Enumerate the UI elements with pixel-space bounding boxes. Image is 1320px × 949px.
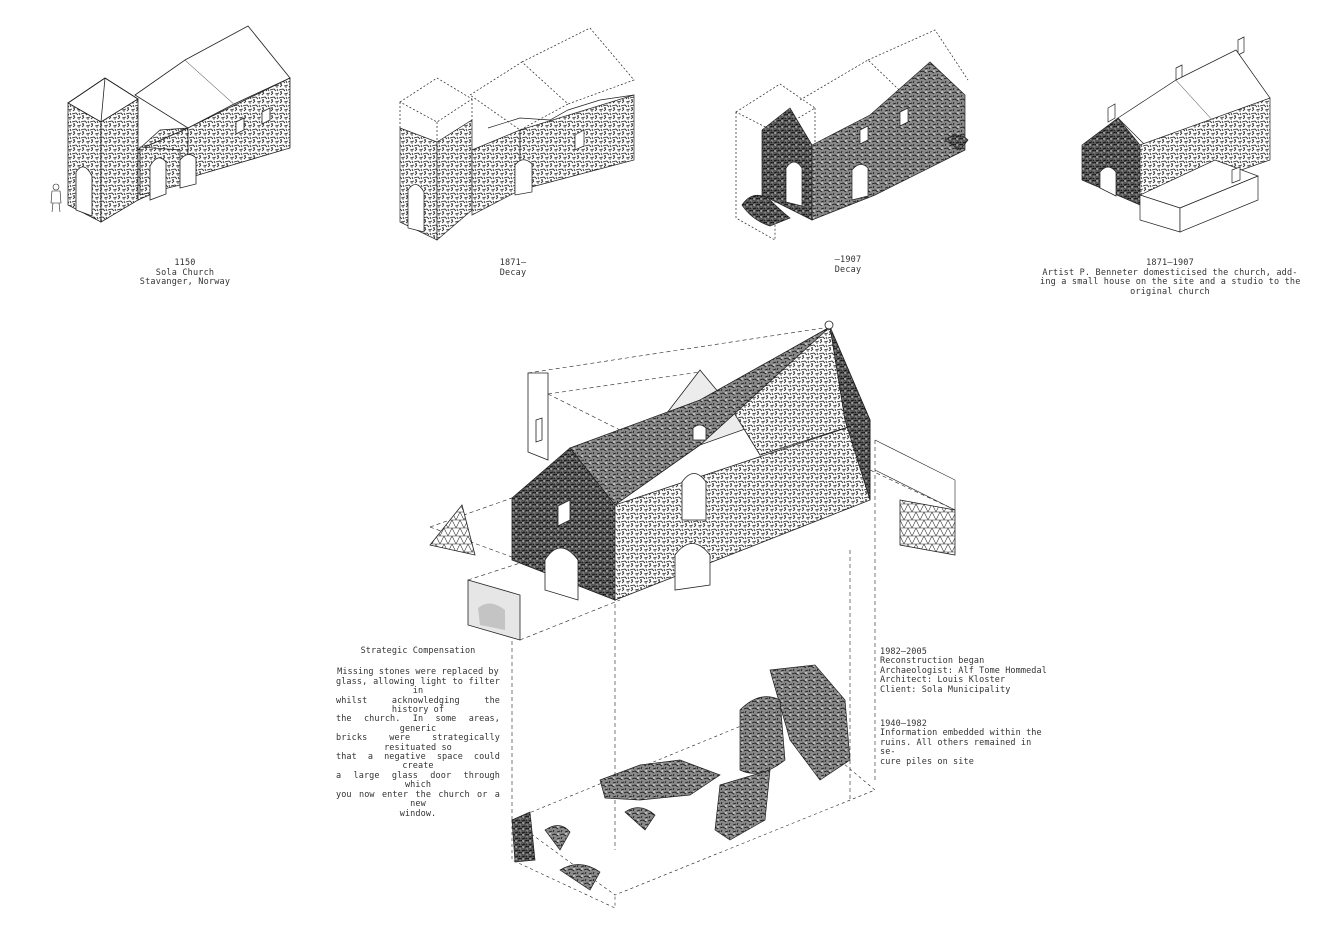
- note-line: window.: [399, 808, 437, 819]
- tower-ruin-side: [436, 119, 473, 241]
- caption-stage-domestic: 1871–1907 Artist P. Benneter domesticise…: [1040, 258, 1301, 297]
- upper-window: [692, 424, 707, 441]
- stage-1871-decay: [399, 27, 635, 241]
- strategic-compensation-note: Strategic Compensation Missing stones we…: [336, 646, 500, 819]
- caption-line: Sola Church: [155, 267, 215, 278]
- note-line: Architect: Louis Kloster: [880, 675, 1006, 686]
- stage-1871-1907-domestic: [1081, 36, 1271, 233]
- note-line: a large glass door through which: [336, 770, 500, 791]
- roof-panel-left: [429, 504, 476, 556]
- ruin-foundation: [511, 664, 876, 909]
- ruins-note: 1940–1982 Information embedded within th…: [880, 719, 1050, 767]
- back-wall: [569, 326, 831, 506]
- note-line: whilst acknowledging the history of: [336, 695, 500, 716]
- caption-line: 1871–1907: [1146, 258, 1194, 268]
- side-wall-east: [829, 326, 871, 501]
- caption-stage-1907: –1907 Decay: [798, 255, 898, 275]
- caption-line: Decay: [834, 264, 862, 275]
- reconstruction-note: 1982–2005 Reconstruction began Archaeolo…: [880, 647, 1060, 695]
- caption-line: 1150: [174, 258, 196, 268]
- note-title: Strategic Compensation: [360, 646, 476, 656]
- caption-line: ing a small house on the site and a stud…: [1040, 277, 1301, 288]
- note-line: Missing stones were replaced by: [337, 667, 499, 678]
- note-line: Archaeologist: Alf Tome Hommedal: [880, 665, 1047, 676]
- back-arch: [681, 473, 707, 521]
- note-line: the church. In some areas, generic: [336, 714, 500, 734]
- apex-detail: [824, 320, 834, 330]
- gable-window: [557, 499, 571, 527]
- note-line: 1982–2005: [880, 647, 927, 657]
- stage-1150-church: [50, 25, 291, 223]
- tower-ghost: [527, 372, 549, 461]
- studio-side: [1179, 175, 1259, 233]
- caption-line: Artist P. Benneter domesticised the chur…: [1042, 267, 1298, 278]
- roof-panel-right: [899, 499, 956, 556]
- human-figure: [50, 183, 62, 213]
- main-exploded-axonometric: [429, 320, 956, 850]
- caption-line: Stavanger, Norway: [139, 277, 231, 288]
- caption-stage-1150: 1150 Sola Church Stavanger, Norway: [110, 258, 260, 288]
- stage-1907-decay: [735, 29, 969, 241]
- note-line: Information embedded within the: [880, 728, 1042, 739]
- nave-ruin-walls: [811, 61, 966, 221]
- note-line: 1940–1982: [880, 719, 927, 729]
- note-line: glass, allowing light to filter in: [336, 676, 500, 697]
- note-line: Reconstruction began: [880, 656, 985, 667]
- caption-line: original church: [1130, 286, 1210, 297]
- note-line: you now enter the church or a new: [336, 789, 500, 810]
- caption-line: –1907: [834, 255, 862, 265]
- note-line: cure piles on site: [880, 756, 974, 767]
- house-side: [1139, 97, 1271, 206]
- nave-ruin-front: [471, 129, 521, 216]
- note-line: Client: Sola Municipality: [880, 684, 1011, 695]
- note-line: ruins. All others remained in se-: [880, 737, 1032, 758]
- note-line: bricks were strategically resituated so: [336, 733, 500, 753]
- note-line: that a negative space could create: [336, 752, 500, 772]
- caption-line: Decay: [499, 267, 527, 278]
- caption-line: 1871–: [499, 258, 527, 268]
- west-arch: [544, 547, 579, 601]
- front-arch: [674, 543, 711, 591]
- caption-stage-1871: 1871– Decay: [463, 258, 563, 278]
